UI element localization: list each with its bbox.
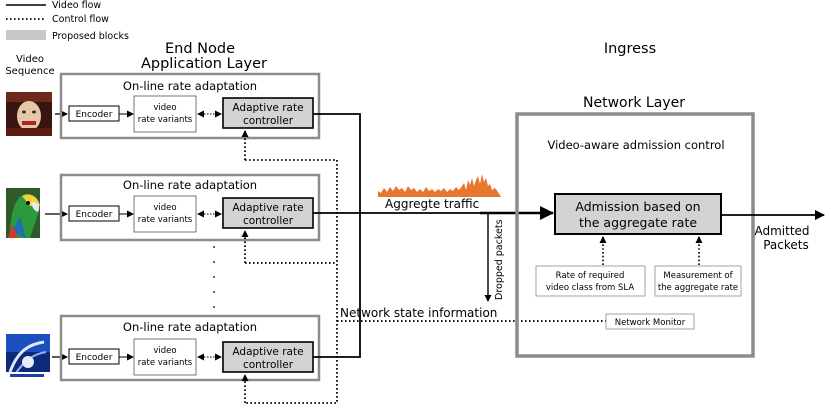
encoder-label: Encoder [76, 210, 113, 220]
application-layer-header: Application Layer [141, 56, 267, 72]
admission-decision-line1: Admission based on [575, 199, 700, 214]
end-node-frame [59, 173, 321, 242]
variants-label-line1: video [153, 103, 176, 113]
controller-label-line1: Adaptive rate [232, 346, 303, 358]
end-node-header: End Node [165, 41, 235, 57]
video-thumbnail-3 [6, 334, 50, 380]
admission-control-title: Video-aware admission control [547, 138, 724, 152]
video-thumbnail-2 [6, 188, 40, 238]
end-node-3: On-line rate adaptation Encoder video ra… [59, 314, 321, 382]
legend-control-flow-label: Control flow [52, 14, 109, 25]
dropped-packets-label: Dropped packets [494, 219, 505, 300]
variants-label-line2: rate variants [138, 115, 193, 125]
rate-measurement-line2: the aggregate rate [658, 283, 738, 293]
video-sequence-label-line1: Video [16, 54, 44, 65]
rate-measurement-line1: Measurement of [663, 271, 733, 281]
encoder-label: Encoder [76, 353, 113, 363]
variants-label-line1: video [153, 346, 176, 356]
variants-box [133, 338, 197, 376]
encoder-label: Encoder [76, 110, 113, 120]
rate-measurement-box [654, 265, 742, 297]
admission-decision-line2: the aggregate rate [579, 215, 697, 230]
legend-proposed-swatch [6, 30, 46, 40]
variants-label-line2: rate variants [138, 358, 193, 368]
legend: Video flow Control flow Proposed blocks [6, 0, 129, 42]
controller-label-line1: Adaptive rate [232, 202, 303, 214]
network-monitor-box [605, 313, 695, 330]
end-node-1: On-line rate adaptation Encoder video ra… [59, 72, 321, 140]
controller-label-line1: Adaptive rate [232, 102, 303, 114]
sla-rate-line2: video class from SLA [546, 283, 635, 293]
video-sequence-label-line2: Sequence [5, 66, 54, 77]
control-flow-lines [244, 159, 606, 404]
video-thumbnail-1 [6, 92, 52, 136]
variants-label-line1: video [153, 203, 176, 213]
sla-rate-line1: Rate of required [556, 271, 625, 281]
network-state-information-label: Network state information [340, 306, 497, 320]
adaptive-rate-controller-box [222, 197, 314, 229]
end-node-frame [59, 72, 321, 140]
rate-adaptation-title: On-line rate adaptation [123, 178, 257, 192]
aggregate-traffic-label: Aggregte traffic [385, 197, 479, 211]
variants-box [133, 95, 197, 133]
variants-label-line2: rate variants [138, 215, 193, 225]
controller-label-line2: controller [243, 359, 294, 371]
controller-label-line2: controller [243, 115, 294, 127]
admission-decision-box [554, 193, 722, 235]
adaptive-rate-controller-box [222, 97, 314, 129]
legend-proposed-blocks-label: Proposed blocks [52, 31, 129, 42]
ingress-header: Ingress [604, 41, 656, 57]
end-node-frame [59, 314, 321, 382]
network-monitor-label: Network Monitor [615, 318, 686, 328]
sla-rate-box [535, 265, 646, 297]
admitted-packets-line1: Admitted [754, 224, 809, 238]
controller-label-line2: controller [243, 215, 294, 227]
more-end-nodes-ellipsis [213, 246, 215, 308]
variants-box [133, 195, 197, 233]
rate-adaptation-title: On-line rate adaptation [123, 320, 257, 334]
rate-adaptation-title: On-line rate adaptation [123, 79, 257, 93]
admitted-packets-line2: Packets [763, 238, 809, 252]
network-layer-header: Network Layer [583, 95, 685, 111]
network-layer-frame [515, 112, 755, 358]
legend-video-flow-label: Video flow [52, 0, 101, 11]
end-node-2: On-line rate adaptation Encoder video ra… [59, 173, 321, 242]
aggregate-traffic-waveform [378, 174, 501, 197]
